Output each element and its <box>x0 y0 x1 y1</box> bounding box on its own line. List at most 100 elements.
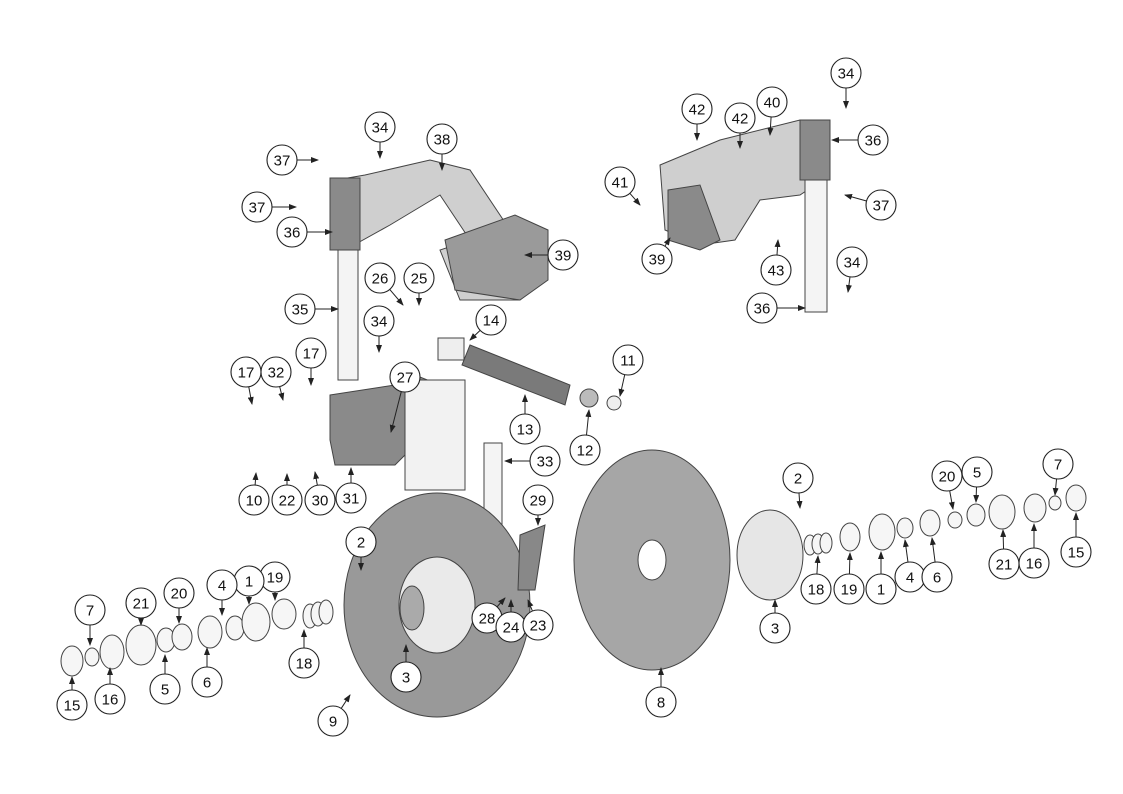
callout-part-35: 35 <box>284 293 316 325</box>
callout-part-37: 37 <box>865 189 897 221</box>
callout-part-33: 33 <box>529 445 561 477</box>
callout-number: 6 <box>203 675 211 692</box>
leader-line <box>1000 529 1007 550</box>
callout-number: 28 <box>479 611 496 628</box>
callout-circle <box>759 612 791 644</box>
pivot-36-right <box>799 119 831 181</box>
callout-number: 17 <box>303 346 320 363</box>
callout-circle <box>760 254 792 286</box>
callout-circle <box>1042 448 1074 480</box>
callout-circle <box>836 246 868 278</box>
shaft-35 <box>337 249 359 381</box>
callout-part-31: 31 <box>335 482 367 514</box>
callout-number: 1 <box>877 582 885 599</box>
callout-number: 5 <box>161 682 169 699</box>
callout-circle <box>865 189 897 221</box>
callout-number: 29 <box>530 493 547 510</box>
callout-number: 13 <box>517 422 534 439</box>
callout-circle <box>241 191 273 223</box>
callout-circle <box>163 577 195 609</box>
callout-circle <box>830 57 862 89</box>
leader-line <box>278 386 285 401</box>
disc-center-hole <box>637 539 667 581</box>
callout-number: 42 <box>732 111 749 128</box>
callout-number: 4 <box>218 578 226 595</box>
callout-number: 31 <box>343 491 360 508</box>
callout-number: 33 <box>537 454 554 471</box>
callout-circle <box>756 86 788 118</box>
callout-part-28: 28 <box>471 602 503 634</box>
callout-circle <box>364 262 396 294</box>
callout-number: 16 <box>1026 556 1043 573</box>
callout-circle <box>271 484 303 516</box>
callout-part-8: 8 <box>645 686 677 718</box>
callout-part-1: 1 <box>865 573 897 605</box>
callout-part-3: 3 <box>390 661 422 693</box>
callout-circle <box>426 123 458 155</box>
callout-circle <box>681 93 713 125</box>
callout-circle <box>276 216 308 248</box>
callout-circle <box>304 484 336 516</box>
leader-line <box>929 537 936 563</box>
callout-number: 15 <box>64 698 81 715</box>
callout-number: 37 <box>274 153 291 170</box>
callout-number: 2 <box>357 535 365 552</box>
callout-number: 18 <box>296 656 313 673</box>
callout-part-10: 10 <box>238 484 270 516</box>
leader-line <box>844 193 867 202</box>
callout-number: 35 <box>292 302 309 319</box>
scraper-29 <box>517 524 546 591</box>
callout-circle <box>529 445 561 477</box>
callout-circle <box>364 111 396 143</box>
callout-number: 3 <box>771 621 779 638</box>
nut-11 <box>606 395 622 411</box>
callout-part-6: 6 <box>921 561 953 593</box>
callout-number: 36 <box>284 225 301 242</box>
callout-part-38: 38 <box>426 123 458 155</box>
callout-circle <box>206 569 238 601</box>
callout-part-16: 16 <box>1018 547 1050 579</box>
callout-circle <box>833 573 865 605</box>
callout-circle <box>1060 536 1092 568</box>
callout-part-12: 12 <box>569 434 601 466</box>
callout-number: 34 <box>838 66 855 83</box>
callout-circle <box>390 661 422 693</box>
parts-drawing <box>60 119 1087 718</box>
callout-part-27: 27 <box>389 361 421 393</box>
callout-part-34: 34 <box>836 246 868 278</box>
clevis-14 <box>437 337 465 361</box>
leader-line <box>618 374 626 397</box>
callout-circle <box>266 144 298 176</box>
leader-line <box>846 552 853 575</box>
callout-number: 41 <box>612 175 629 192</box>
callout-part-7: 7 <box>1042 448 1074 480</box>
callout-number: 39 <box>649 252 666 269</box>
callout-part-18: 18 <box>288 647 320 679</box>
callout-number: 20 <box>171 586 188 603</box>
leader-line <box>629 192 641 206</box>
callout-circle <box>238 484 270 516</box>
callout-circle <box>260 356 292 388</box>
callout-circle <box>857 124 889 156</box>
leader-line <box>340 694 351 709</box>
callout-circle <box>800 573 832 605</box>
callout-number: 4 <box>906 570 914 587</box>
callout-number: 34 <box>372 120 389 137</box>
callout-part-34: 34 <box>363 305 395 337</box>
callout-part-5: 5 <box>961 456 993 488</box>
callout-part-6: 6 <box>191 666 223 698</box>
callout-part-15: 15 <box>56 689 88 721</box>
callout-number: 14 <box>483 313 500 330</box>
callout-part-43: 43 <box>760 254 792 286</box>
leader-line <box>1052 478 1059 496</box>
leader-line <box>313 471 320 486</box>
callout-part-36: 36 <box>746 292 778 324</box>
callout-part-20: 20 <box>163 577 195 609</box>
callout-part-29: 29 <box>522 484 554 516</box>
callout-part-37: 37 <box>241 191 273 223</box>
callout-number: 40 <box>764 95 781 112</box>
callout-number: 5 <box>973 465 981 482</box>
callout-number: 24 <box>503 620 520 637</box>
callout-circle <box>335 482 367 514</box>
